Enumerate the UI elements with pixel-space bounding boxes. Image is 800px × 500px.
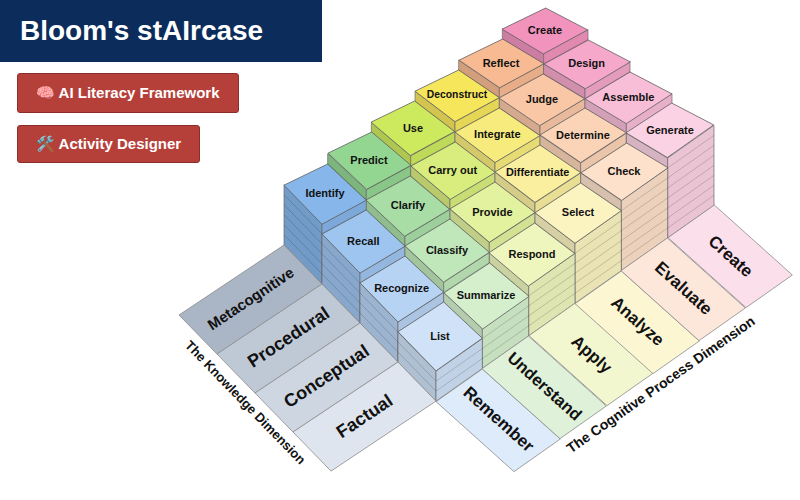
step-block: Create [501,7,589,55]
verb-label: Predict [350,154,387,166]
shape-fill [502,8,588,54]
verb-label: Design [568,57,605,69]
verb-label: Deconstruct [427,90,487,101]
verb-label: Use [403,122,423,134]
verb-label: Create [528,24,562,36]
knowledge-band: Factual [292,361,437,472]
verb-label: Respond [508,248,555,260]
verb-label: Assemble [602,91,654,103]
title-text: Bloom's stAIrcase [20,15,263,47]
layer-line [668,175,714,208]
verb-label: Select [562,206,594,218]
verb-label: Provide [472,206,512,218]
verb-label: Determine [556,129,610,141]
verb-label: Classify [426,244,468,256]
verb-label: Reflect [483,57,520,69]
verb-label: Check [607,165,640,177]
shape-fill [668,205,792,308]
layer-line [621,208,667,241]
process-band: Create [667,204,793,309]
button-label: 🛠️ Activity Designer [36,135,181,153]
shape-fill [499,74,585,126]
verb-label: List [430,330,450,342]
verb-label: Judge [526,93,558,105]
shape-fill [293,362,436,471]
verb-label: Summarize [457,289,516,301]
verb-label: Carry out [428,164,477,176]
verb-label: Differentiate [506,167,569,179]
layer-line [668,155,714,188]
verb-label: Recognize [374,282,429,294]
layer-line [621,198,667,231]
verb-label: Identify [305,187,344,199]
verb-label: Generate [646,124,694,136]
nav-button: 🧠 AI Literacy Framework [17,73,239,113]
title-bar: Bloom's stAIrcase [0,0,322,62]
layer-line [575,241,621,274]
verb-label: Integrate [474,128,520,140]
layer-line [284,215,322,254]
layer-line [668,165,714,198]
verb-label: Recall [347,235,379,247]
verb-label: Clarify [391,199,425,211]
nav-button: 🛠️ Activity Designer [17,125,200,163]
button-label: 🧠 AI Literacy Framework [36,84,220,102]
